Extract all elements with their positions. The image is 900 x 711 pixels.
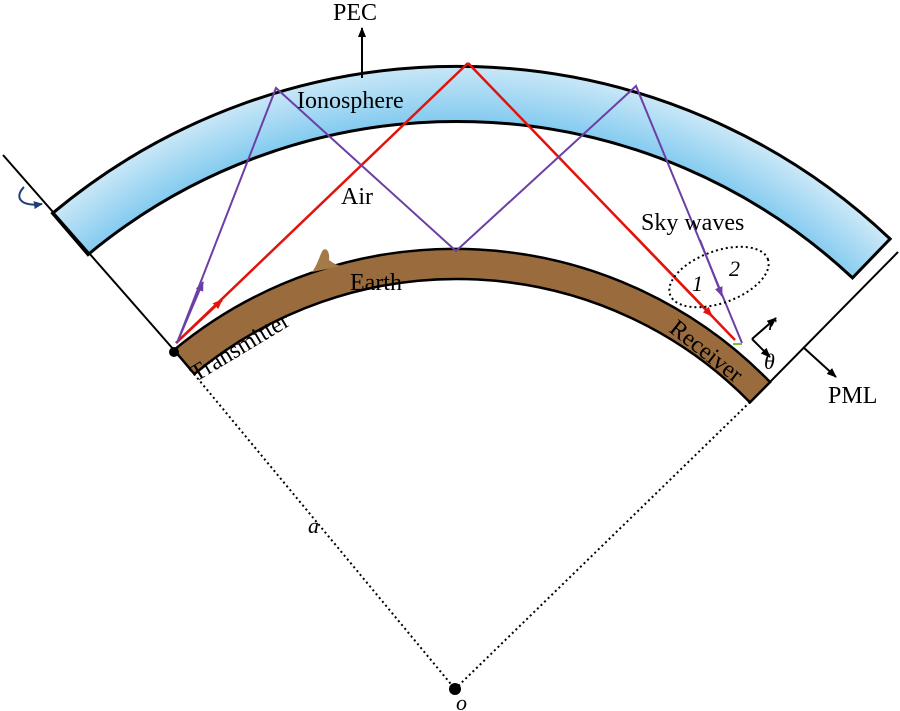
transmitter-marker xyxy=(169,347,179,357)
sky-waves-label: Sky waves xyxy=(641,210,744,236)
earth-band xyxy=(172,247,772,405)
theta-axis-label: θ xyxy=(764,349,775,374)
origin-label: o xyxy=(456,690,467,711)
pec-label: PEC xyxy=(333,0,377,26)
rotation-arrow-icon xyxy=(18,186,43,210)
origin-point xyxy=(449,683,461,695)
left-boundary-line xyxy=(2,154,175,351)
path-1-label: 1 xyxy=(692,271,703,296)
ionosphere-label: Ionosphere xyxy=(297,88,404,114)
path-2-label: 2 xyxy=(729,256,740,281)
purple-ray-up-arrow xyxy=(176,281,204,344)
path-group-ellipse xyxy=(668,245,770,309)
air-label: Air xyxy=(341,184,373,210)
right-boundary-line xyxy=(769,251,899,383)
radius-line-right xyxy=(454,401,751,690)
red-ray-up xyxy=(175,62,469,344)
radius-label: a xyxy=(308,513,319,538)
radius-line-left xyxy=(193,373,456,690)
r-axis-label: r xyxy=(768,310,777,335)
ionosphere-band xyxy=(50,64,893,281)
pml-label: PML xyxy=(828,383,877,409)
r-axis-arrow xyxy=(751,317,777,340)
red-ray-down-arrow xyxy=(629,230,713,317)
purple-ray-path xyxy=(176,84,743,344)
purple-ray-down-arrow xyxy=(699,239,723,297)
earth-label: Earth xyxy=(350,270,402,296)
pml-pointer-icon xyxy=(802,346,837,378)
red-ray-up-arrow xyxy=(175,299,223,344)
theta-axis-arrow xyxy=(751,338,771,358)
mountain-terrain xyxy=(312,249,342,272)
